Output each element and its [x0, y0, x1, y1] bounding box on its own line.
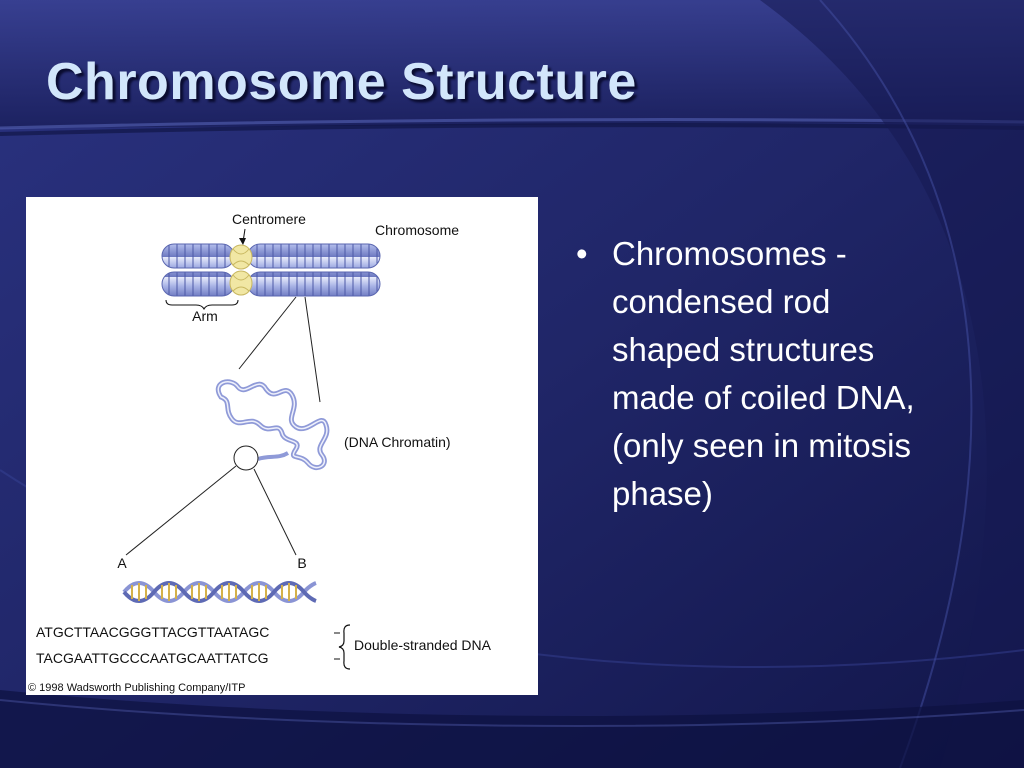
bullet-item: • Chromosomes - condensed rod shaped str…: [576, 230, 996, 518]
chromatin-label: (DNA Chromatin): [344, 434, 451, 450]
bullet-list: • Chromosomes - condensed rod shaped str…: [576, 230, 996, 518]
bullet-text: Chromosomes - condensed rod shaped struc…: [612, 235, 915, 512]
double-stranded-label: Double-stranded DNA: [354, 637, 492, 653]
bullet-marker: •: [576, 235, 588, 272]
chromosome-shape: [161, 243, 381, 297]
double-helix: [122, 581, 317, 603]
chromosome-diagram: Centromere Chromosome Arm (DNA Chromatin…: [26, 197, 538, 695]
label-b: B: [297, 555, 306, 571]
label-a: A: [117, 555, 127, 571]
chromosome-label: Chromosome: [375, 222, 459, 238]
sequence-top: ATGCTTAACGGGTTACGTTAATAGC: [36, 624, 269, 640]
slide-title: Chromosome Structure: [46, 53, 637, 111]
centromere-label: Centromere: [232, 211, 306, 227]
sequence-bottom: TACGAATTGCCCAATGCAATTATCG: [36, 650, 269, 666]
arm-label: Arm: [192, 308, 218, 324]
copyright-notice: © 1998 Wadsworth Publishing Company/ITP: [28, 682, 245, 694]
